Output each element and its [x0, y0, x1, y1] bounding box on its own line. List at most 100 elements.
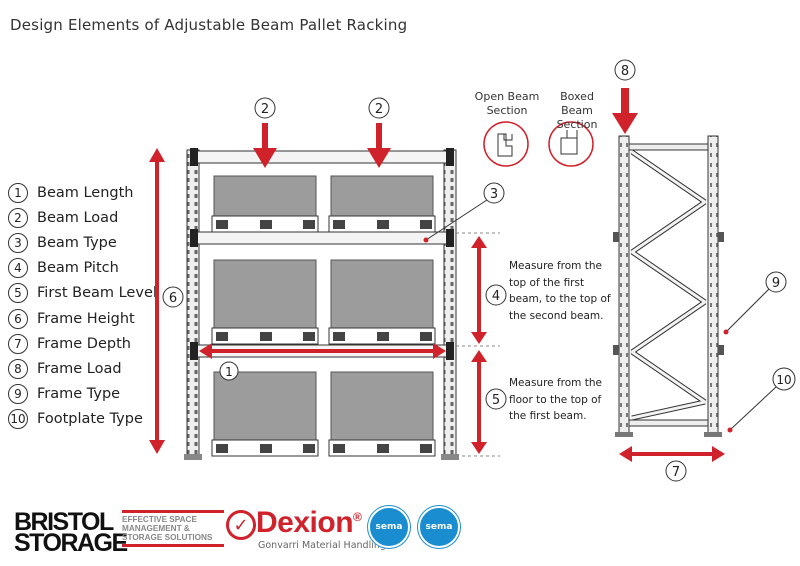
callout-6 — [162, 286, 184, 308]
diagonal-bracing-inner — [631, 150, 706, 420]
legend-label: Beam Load — [37, 209, 119, 226]
tagline-line: STORAGE SOLUTIONS — [122, 533, 213, 542]
horizontal-brace — [628, 143, 709, 151]
callout-5 — [485, 388, 507, 410]
callout-10-label: 10 — [776, 373, 791, 387]
pitch-note-line: the second beam. — [509, 309, 604, 322]
legend-item: 2 Beam Load — [8, 205, 157, 230]
pallet-load — [330, 371, 434, 441]
callout-9-label: 9 — [772, 276, 780, 291]
legend-item: 8 Frame Load — [8, 356, 157, 381]
callout-4-label: 4 — [492, 289, 500, 304]
legend-label: Frame Depth — [37, 335, 131, 352]
legend-label: Beam Length — [37, 184, 134, 201]
callout-2-label: 2 — [261, 102, 269, 117]
sema-badge: sema — [418, 506, 460, 548]
callout-8 — [614, 59, 636, 81]
legend-number: 4 — [8, 258, 28, 279]
legend-number: 10 — [8, 409, 28, 430]
callout-8-label: 8 — [621, 64, 629, 79]
legend-number: 9 — [8, 384, 28, 405]
callout-7 — [665, 460, 687, 482]
check-icon: ✓ — [226, 510, 256, 540]
callout-7-label: 7 — [672, 465, 680, 480]
callout-2 — [368, 97, 390, 119]
sema-badge: sema — [368, 506, 410, 548]
bristol-logo-line: STORAGE — [14, 529, 128, 557]
pallet-load — [213, 371, 317, 441]
pitch-note-line: Measure from the — [509, 260, 602, 272]
bristol-storage-logo: BRISTOL STORAGE — [14, 508, 128, 557]
footplate — [704, 432, 722, 437]
frame-height-arrow — [149, 148, 165, 454]
pallet-load — [330, 175, 434, 217]
boxed-beam-section-icon — [548, 121, 594, 167]
pallet-blocks — [216, 220, 432, 453]
callout-5-label: 5 — [492, 393, 500, 408]
dexion-subtitle: Gonvarri Material Handling — [258, 540, 386, 551]
legend-number: 6 — [8, 308, 28, 329]
legend-number: 8 — [8, 358, 28, 379]
first-level-note-line: the first beam. — [509, 410, 587, 422]
dexion-name: Dexion — [256, 506, 354, 539]
pitch-note: Measure from the top of the first beam, … — [509, 258, 611, 324]
legend-number: 3 — [8, 232, 28, 253]
right-upright — [443, 149, 457, 459]
callout-6-label: 6 — [169, 291, 177, 306]
beam-connector — [446, 148, 454, 166]
horizontal-brace — [628, 419, 709, 427]
beam-connector — [190, 148, 198, 166]
dexion-logo: Dexion® — [256, 506, 362, 540]
boxed-beam-section-label: Boxed Beam Section — [556, 90, 598, 131]
legend-label: Frame Load — [37, 360, 122, 377]
frame-depth-arrow — [619, 446, 725, 462]
pallet-load — [213, 175, 317, 217]
legend-item: 4 Beam Pitch — [8, 256, 157, 281]
tagline: EFFECTIVE SPACE MANAGEMENT & STORAGE SOL… — [122, 510, 224, 547]
pallet-load — [330, 259, 434, 329]
page-title: Design Elements of Adjustable Beam Palle… — [10, 16, 408, 34]
footplate — [615, 432, 633, 437]
legend-number: 2 — [8, 207, 28, 228]
footplate — [184, 454, 202, 460]
registered-mark: ® — [353, 510, 362, 524]
leader-line — [730, 386, 777, 430]
legend-item: 3 Beam Type — [8, 230, 157, 255]
legend-item: 10 Footplate Type — [8, 407, 157, 432]
first-level-note-line: floor to the top of — [509, 393, 602, 406]
callout-9 — [765, 271, 787, 293]
left-upright — [186, 149, 200, 459]
bristol-logo-line: BRISTOL — [14, 508, 114, 536]
legend-label: Footplate Type — [37, 411, 143, 428]
front-rack: 2 2 3 6 1 — [149, 97, 507, 460]
pitch-note-line: beam, to the top of — [509, 293, 611, 305]
pallet-load — [213, 259, 317, 329]
top-beam — [194, 150, 450, 164]
frame-beam-stubs — [613, 232, 724, 355]
side-frame: 8 9 10 7 — [612, 59, 796, 482]
footer-logos: BRISTOL STORAGE EFFECTIVE SPACE MANAGEME… — [0, 500, 800, 566]
leader-line — [425, 197, 491, 241]
legend-label: Beam Type — [37, 234, 117, 251]
beam-pitch-arrow — [471, 236, 487, 344]
open-beam-section-icon — [483, 121, 529, 167]
leader-dot — [723, 329, 729, 335]
callout-1 — [219, 361, 239, 381]
legend-label: Beam Pitch — [37, 260, 119, 277]
pitch-note-line: top of the first — [509, 276, 585, 289]
callout-3 — [483, 182, 505, 204]
beam-load-arrows — [253, 123, 391, 168]
leader-line — [726, 288, 770, 332]
beam-connector — [190, 229, 198, 247]
leader-dot — [727, 427, 733, 433]
open-beam-section-label: Open Beam Section — [474, 90, 540, 117]
second-beam — [194, 231, 450, 245]
callout-3-label: 3 — [490, 187, 498, 202]
rear-upright — [707, 135, 719, 435]
beam-connector — [446, 342, 454, 360]
racking-diagram: 2 2 3 6 1 — [149, 59, 796, 482]
